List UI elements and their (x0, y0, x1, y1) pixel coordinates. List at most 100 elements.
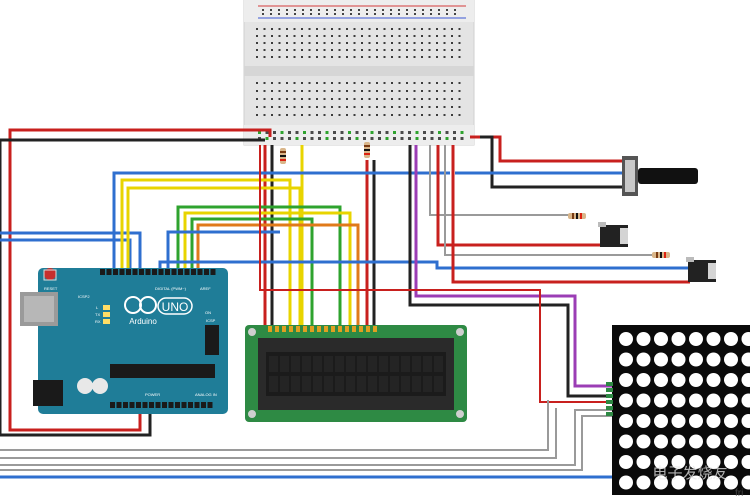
breadboard-hole (428, 42, 431, 44)
breadboard-hole (413, 35, 416, 37)
wire-purple-matrix (414, 145, 612, 388)
breadboard-hole (331, 106, 333, 108)
breadboard-rail-hole (340, 137, 344, 140)
breadboard-hole (361, 35, 363, 37)
breadboard-rail-hole (318, 13, 320, 15)
breadboard-hole (443, 49, 446, 51)
lcd-pin (317, 326, 321, 332)
breadboard-rail-hole (460, 131, 464, 134)
breadboard-hole (458, 98, 461, 100)
lcd-char-cell (368, 376, 377, 392)
header-pin (197, 269, 203, 275)
breadboard-hole (406, 28, 408, 30)
breadboard-hole (331, 42, 333, 44)
breadboard-hole (353, 42, 356, 44)
matrix-led (636, 434, 651, 449)
breadboard-hole (428, 98, 431, 100)
breadboard-rail-hole (430, 13, 432, 15)
breadboard-hole (413, 90, 416, 92)
breadboard-hole (421, 42, 423, 44)
breadboard-hole (458, 35, 461, 37)
breadboard-hole (391, 35, 393, 37)
breadboard-hole (256, 114, 258, 116)
breadboard-hole (443, 90, 446, 92)
breadboard-rail-hole (270, 9, 272, 11)
breadboard-hole (368, 28, 371, 30)
breadboard-hole (436, 106, 438, 108)
breadboard-hole (256, 90, 258, 92)
resistor-2 (364, 142, 370, 158)
breadboard-hole (301, 90, 303, 92)
breadboard-rail-hole (294, 13, 296, 15)
breadboard-hole (286, 98, 288, 100)
breadboard-hole (338, 42, 341, 44)
lcd-char-cell (280, 356, 289, 372)
breadboard-hole (301, 28, 303, 30)
breadboard-hole (428, 35, 431, 37)
matrix-led (689, 434, 703, 449)
breadboard-rail-hole (408, 137, 411, 140)
breadboard-hole (436, 114, 438, 116)
lcd-char-cell (434, 356, 443, 372)
breadboard-hole (286, 114, 288, 116)
breadboard-hole (368, 98, 371, 100)
matrix-led (706, 332, 721, 346)
lcd-char-cell (269, 376, 278, 392)
breadboard-rail-hole (295, 137, 299, 140)
wire-gray-matrix-3 (0, 409, 612, 466)
breadboard-hole (361, 28, 363, 30)
matrix-led (741, 373, 750, 387)
breadboard-rail-hole (350, 13, 352, 15)
matrix-led (619, 352, 633, 367)
breadboard-hole (308, 42, 311, 44)
breadboard-hole (316, 98, 318, 100)
breadboard-hole (443, 28, 446, 30)
arduino-logo-text: UNO (162, 300, 189, 314)
breadboard-hole (338, 106, 341, 108)
breadboard-rail-hole (273, 131, 276, 134)
breadboard-rail-hole (390, 9, 392, 11)
breadboard-hole (398, 106, 401, 108)
breadboard-hole (353, 56, 356, 58)
lcd-char-cell (346, 376, 355, 392)
breadboard-rail-hole (408, 131, 411, 134)
lcd-char-cell (324, 356, 333, 372)
breadboard-rail-hole (348, 131, 351, 134)
arduino-logo-icon (124, 296, 157, 314)
breadboard-rail-hole (318, 137, 321, 140)
wire-red-btn1 (436, 145, 600, 247)
analog-label: ANALOG IN (195, 392, 217, 397)
breadboard-rail-hole (446, 13, 448, 15)
matrix-led (724, 414, 738, 428)
breadboard-hole (398, 98, 401, 100)
breadboard-hole (428, 106, 431, 108)
breadboard-hole (413, 82, 416, 84)
breadboard-hole (278, 42, 281, 44)
breadboard-hole (398, 114, 401, 116)
lcd-char-cell (302, 356, 311, 372)
wire-yellow-2 (126, 186, 302, 330)
breadboard-hole (286, 82, 288, 84)
matrix-led (619, 393, 633, 408)
lcd-char-cell (390, 376, 399, 392)
breadboard-hole (256, 35, 258, 37)
lcd-char-cell (280, 376, 289, 392)
matrix-led (636, 414, 651, 428)
breadboard-hole (286, 28, 288, 30)
breadboard-rail-hole (318, 131, 321, 134)
lcd-char-cell (313, 376, 322, 392)
matrix-led (619, 414, 633, 428)
reset-button-icon (44, 268, 56, 280)
breadboard-hole (353, 82, 356, 84)
breadboard-hole (331, 90, 333, 92)
breadboard-hole (376, 49, 378, 51)
header-pin (210, 269, 216, 275)
header-pin (188, 402, 193, 408)
lcd-16x2-display (245, 325, 467, 422)
breadboard-hole (428, 114, 431, 116)
breadboard-rail-hole (385, 137, 389, 140)
breadboard-hole (271, 28, 273, 30)
breadboard-hole (346, 90, 348, 92)
reset-label: RESET (44, 286, 58, 291)
breadboard-hole (293, 90, 296, 92)
